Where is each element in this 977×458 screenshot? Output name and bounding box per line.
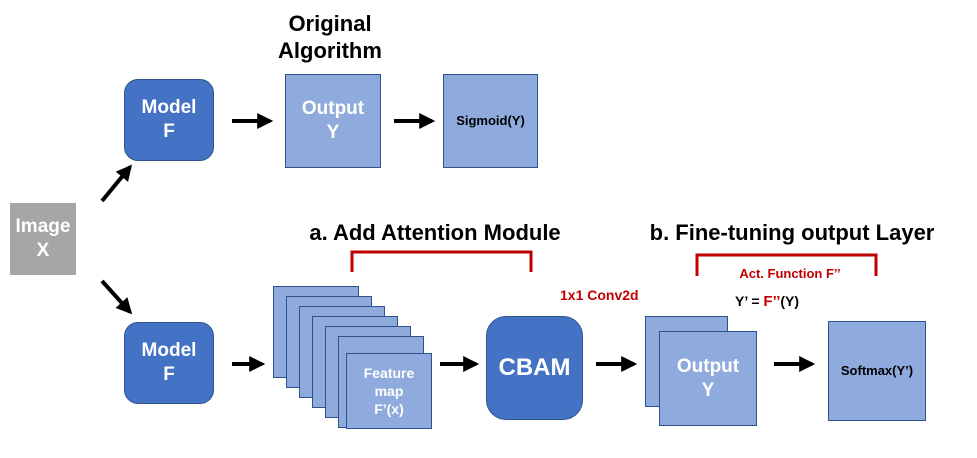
output-var: Y <box>326 122 340 143</box>
model-label: Model <box>141 340 197 362</box>
output-var: Y <box>701 379 715 401</box>
model-label: Model <box>141 97 197 119</box>
image-var: X <box>36 240 50 261</box>
output-label: Output <box>301 98 365 120</box>
model-var: F <box>163 121 175 142</box>
arrow-image-to-model-top <box>100 164 133 203</box>
model-var: F <box>163 364 175 385</box>
equation-left: Y’ = <box>735 293 764 309</box>
model-f-top: Model F <box>124 79 214 161</box>
feature-label-3: F’(x) <box>374 401 404 418</box>
feature-label-1: Feature <box>363 364 415 381</box>
output-y-bottom: Output Y <box>659 331 757 426</box>
model-f-bottom: Model F <box>124 322 214 404</box>
conv-label: 1x1 Conv2d <box>560 287 639 303</box>
output-label: Output <box>676 355 740 377</box>
bracket-attention-module <box>350 250 533 272</box>
bracket-fine-tuning <box>695 253 878 276</box>
section-b-heading: b. Fine-tuning output Layer <box>649 220 935 245</box>
image-input-box: Image X <box>10 203 76 275</box>
act-function-label: Act. Function F’’ <box>739 266 841 281</box>
feature-map-front: Feature map F’(x) <box>346 353 432 429</box>
softmax-box: Softmax(Y’) <box>828 321 926 421</box>
sigmoid-box: Sigmoid(Y) <box>443 74 538 168</box>
softmax-label: Softmax(Y’) <box>840 362 914 378</box>
heading-line-2: Algorithm <box>278 38 382 63</box>
cbam-label: CBAM <box>498 354 571 381</box>
equation-f: F’’ <box>763 293 781 310</box>
equation-right: (Y) <box>780 293 800 309</box>
equation: Y’ = F’’(Y) <box>735 293 799 310</box>
arrow-image-to-model-bottom <box>100 279 133 315</box>
section-a-heading: a. Add Attention Module <box>309 220 561 245</box>
output-y-top: Output Y <box>285 74 381 168</box>
original-algorithm-heading: Original Algorithm <box>260 10 400 64</box>
feature-label-2: map <box>374 382 404 399</box>
heading-line-1: Original <box>288 11 372 36</box>
cbam-box: CBAM <box>486 316 583 420</box>
image-label: Image <box>15 216 71 238</box>
sigmoid-label: Sigmoid(Y) <box>456 112 525 128</box>
